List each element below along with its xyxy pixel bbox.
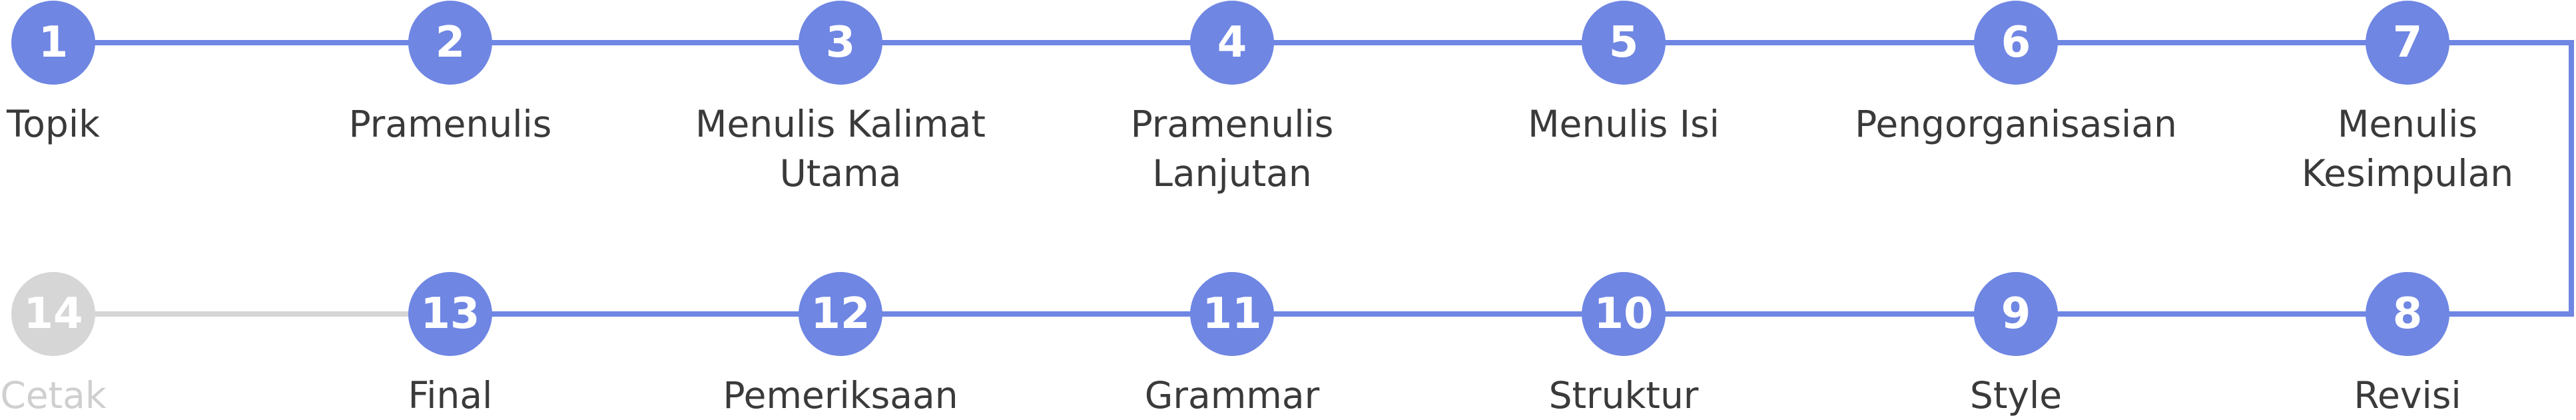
step-label: Pramenulis Lanjutan bbox=[1130, 103, 1334, 195]
step-number-badge[interactable]: 5 bbox=[1582, 1, 1666, 85]
step-13[interactable]: 13 Final bbox=[264, 272, 637, 420]
step-label: Topik bbox=[7, 103, 100, 145]
connector-inactive bbox=[53, 311, 453, 317]
step-14: 14 Cetak bbox=[0, 272, 240, 420]
step-number-badge[interactable]: 10 bbox=[1582, 272, 1666, 356]
step-label: Struktur bbox=[1548, 374, 1699, 417]
step-number-badge[interactable]: 9 bbox=[1974, 272, 2058, 356]
step-label: Cetak bbox=[0, 374, 107, 417]
step-9[interactable]: 9 Style bbox=[1829, 272, 2202, 420]
step-label: Pemeriksaan bbox=[723, 374, 958, 417]
step-number-badge[interactable]: 1 bbox=[11, 1, 95, 85]
step-number-badge[interactable]: 4 bbox=[1190, 1, 1274, 85]
step-label: Menulis Kalimat Utama bbox=[695, 103, 986, 195]
step-10[interactable]: 10 Struktur bbox=[1437, 272, 1810, 420]
step-number-badge: 14 bbox=[11, 272, 95, 356]
step-label: Revisi bbox=[2354, 374, 2461, 417]
step-12[interactable]: 12 Pemeriksaan bbox=[654, 272, 1027, 420]
step-6[interactable]: 6 Pengorganisasian bbox=[1829, 1, 2202, 149]
connector-row-2 bbox=[450, 311, 2574, 317]
step-label: Pengorganisasian bbox=[1855, 103, 2177, 145]
step-label: Style bbox=[1969, 374, 2063, 417]
step-4[interactable]: 4 Pramenulis Lanjutan bbox=[1046, 1, 1419, 198]
step-number-badge[interactable]: 8 bbox=[2366, 272, 2449, 356]
step-number-badge[interactable]: 11 bbox=[1190, 272, 1274, 356]
step-2[interactable]: 2 Pramenulis bbox=[264, 1, 637, 149]
step-7[interactable]: 7 Menulis Kesimpulan bbox=[2221, 1, 2576, 198]
step-label: Pramenulis bbox=[348, 103, 552, 145]
step-8[interactable]: 8 Revisi bbox=[2221, 272, 2576, 420]
step-3[interactable]: 3 Menulis Kalimat Utama bbox=[654, 1, 1027, 198]
step-number-badge[interactable]: 13 bbox=[408, 272, 492, 356]
step-11[interactable]: 11 Grammar bbox=[1046, 272, 1419, 420]
step-1[interactable]: 1 Topik bbox=[0, 1, 240, 149]
step-number-badge[interactable]: 12 bbox=[799, 272, 882, 356]
step-number-badge[interactable]: 2 bbox=[408, 1, 492, 85]
step-number-badge[interactable]: 3 bbox=[799, 1, 882, 85]
step-number-badge[interactable]: 7 bbox=[2366, 1, 2449, 85]
step-label: Grammar bbox=[1144, 374, 1320, 417]
step-label: Menulis Kesimpulan bbox=[2301, 103, 2514, 195]
step-5[interactable]: 5 Menulis Isi bbox=[1437, 1, 1810, 149]
connector-turn bbox=[2569, 40, 2574, 317]
step-number-badge[interactable]: 6 bbox=[1974, 1, 2058, 85]
step-label: Final bbox=[408, 374, 493, 417]
connector-row-1 bbox=[53, 40, 2574, 45]
step-label: Menulis Isi bbox=[1528, 103, 1720, 145]
